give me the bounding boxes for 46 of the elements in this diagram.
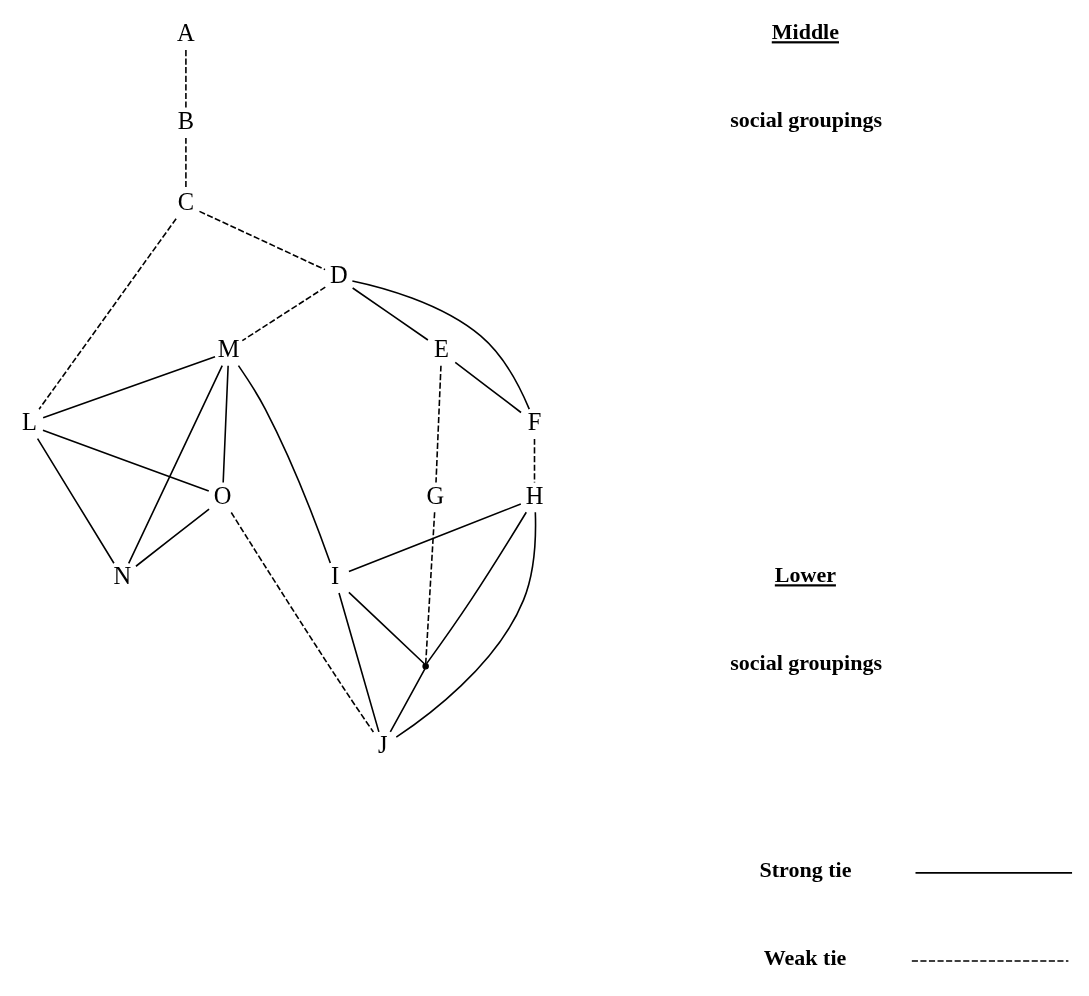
connector [351,280,531,410]
connector [38,217,177,410]
connector [338,592,380,733]
connector [424,511,436,665]
connector [435,364,442,484]
legend-label: Weak tie [763,945,847,971]
connector [426,511,528,665]
node-text: A [177,19,195,47]
connector [389,667,426,733]
connector [237,364,332,564]
label: Lower [774,562,836,588]
node-text: M [217,334,240,362]
connector [222,364,229,484]
node-text: B [177,107,195,135]
node-text: J [378,731,388,759]
node-text: I [331,562,340,590]
connector [42,429,210,492]
connector [135,508,210,568]
node-text: C [177,187,195,215]
connector [395,511,537,738]
connector [42,355,216,419]
node-text: G [426,481,445,509]
node-text: D [329,261,348,289]
connector [241,286,327,342]
connector [198,210,326,271]
connector [127,364,223,565]
label: social groupings [730,650,883,676]
node-text: H [525,481,544,509]
connector [36,437,115,565]
connector [230,511,375,733]
connector [185,137,187,190]
connector [348,591,426,665]
connector [348,503,522,573]
label: Middle [771,19,840,45]
node-point [422,662,429,670]
connector [533,438,536,484]
connector [454,361,522,414]
legend-label: Strong tie [759,857,852,883]
node-text: F [527,408,542,436]
label: social groupings [730,107,883,133]
node-text: N [113,562,132,590]
node-text: O [213,481,232,509]
node-text: E [434,334,450,362]
connector [351,287,429,341]
node-text: L [21,408,37,436]
connector [185,49,187,109]
